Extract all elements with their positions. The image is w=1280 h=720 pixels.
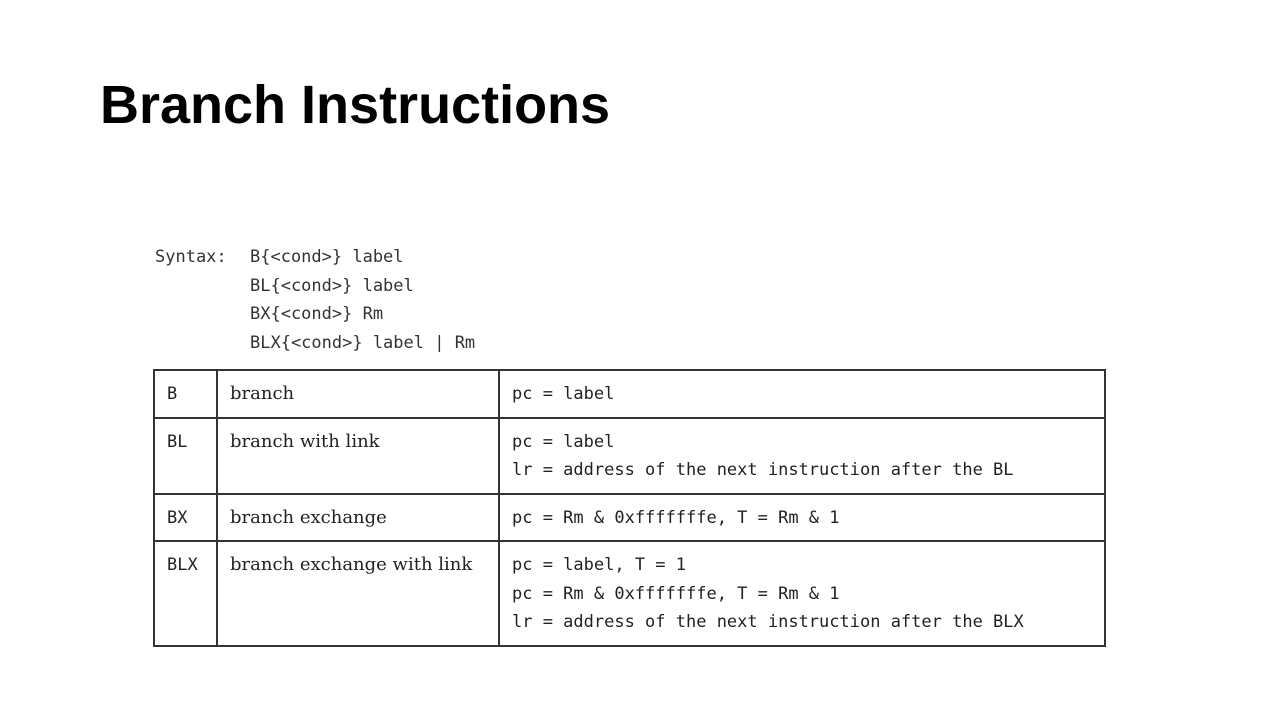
mnemonic-cell: B — [153, 369, 218, 419]
operation-cell: pc = Rm & 0xfffffffe, T = Rm & 1 — [498, 492, 1106, 542]
syntax-form-bx: BX{<cond>} Rm — [250, 304, 384, 324]
table-row: B branch pc = label — [153, 369, 1106, 419]
description-cell: branch with link — [216, 416, 500, 495]
instruction-table: B branch pc = label BL branch with link … — [153, 369, 1106, 647]
syntax-row: BLX{<cond>} label | Rm — [155, 329, 475, 358]
description-cell: branch exchange with link — [216, 540, 500, 647]
operation-line: lr = address of the next instruction aft… — [512, 460, 1014, 480]
operation-cell: pc = label lr = address of the next inst… — [498, 416, 1106, 495]
syntax-row: BL{<cond>} label — [155, 272, 475, 301]
mnemonic-cell: BX — [153, 492, 218, 542]
slide-title: Branch Instructions — [100, 75, 611, 135]
operation-line: pc = Rm & 0xfffffffe, T = Rm & 1 — [512, 583, 840, 604]
operation-line: pc = label — [512, 384, 615, 404]
mnemonic-cell: BL — [153, 416, 218, 495]
mnemonic-cell: BLX — [153, 540, 218, 647]
operation-line: lr = address of the next instruction aft… — [512, 612, 1024, 632]
operation-line: pc = label — [512, 431, 615, 452]
description-cell: branch exchange — [216, 492, 500, 542]
syntax-form-blx: BLX{<cond>} label | Rm — [250, 332, 476, 353]
table-row: BLX branch exchange with link pc = label… — [153, 540, 1106, 647]
syntax-row: BX{<cond>} Rm — [155, 300, 475, 329]
syntax-form-bl: BL{<cond>} label — [250, 275, 414, 296]
syntax-label: Syntax: — [155, 247, 227, 267]
table-row: BL branch with link pc = label lr = addr… — [153, 416, 1106, 495]
description-cell: branch — [216, 369, 500, 419]
syntax-row: Syntax: B{<cond>} label — [155, 243, 475, 272]
operation-line: pc = label, T = 1 — [512, 555, 686, 575]
syntax-block: Syntax: B{<cond>} label BL{<cond>} label… — [155, 243, 475, 357]
table-row: BX branch exchange pc = Rm & 0xfffffffe,… — [153, 492, 1106, 542]
operation-cell: pc = label, T = 1 pc = Rm & 0xfffffffe, … — [498, 540, 1106, 647]
operation-cell: pc = label — [498, 369, 1106, 419]
syntax-form-b: B{<cond>} label — [250, 247, 404, 267]
operation-line: pc = Rm & 0xfffffffe, T = Rm & 1 — [512, 507, 840, 528]
